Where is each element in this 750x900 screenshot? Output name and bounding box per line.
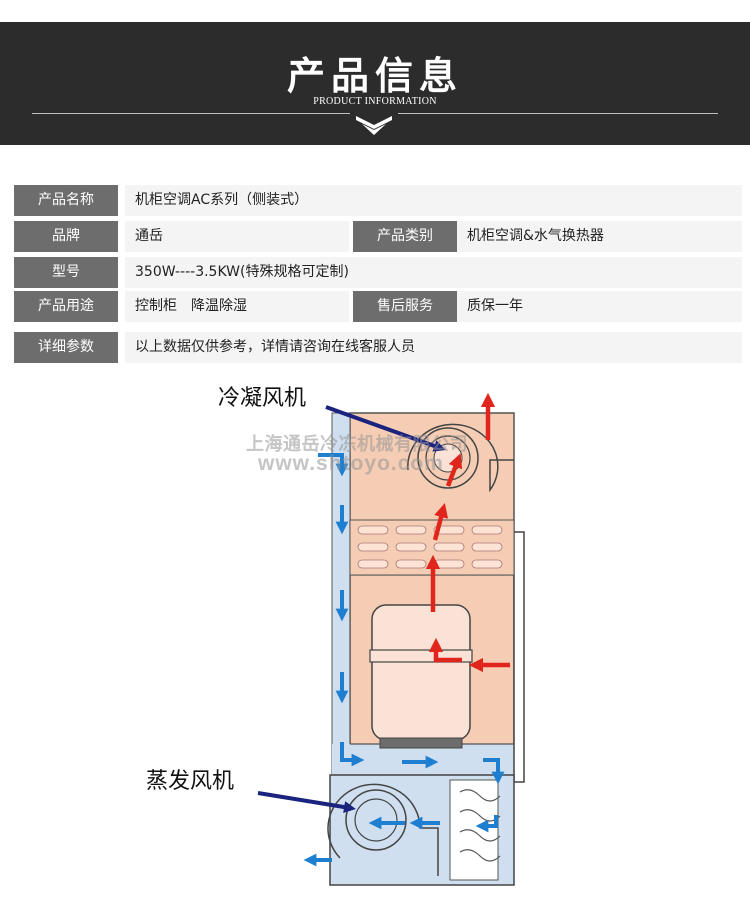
side-handle [513,531,525,783]
divider-left [32,113,350,114]
compressor [369,604,473,749]
spec-row-model: 型号 350W----3.5KW(特殊规格可定制) [14,257,742,288]
evaporator-fan-label: 蒸发风机 [146,769,235,794]
page-subtitle: PRODUCT INFORMATION [313,96,437,107]
evaporator-fan [327,783,439,876]
spec-value-name: 机柜空调AC系列（侧装式） [125,185,742,216]
header-banner: 产品信息 PRODUCT INFORMATION [0,22,750,145]
watermark-company: 上海通岳冷冻机械有限公司 [246,434,468,454]
spec-row-usage: 产品用途 控制柜 降温除湿 售后服务 质保一年 [14,291,742,322]
chevron-down-icon [356,116,392,135]
spec-label-details: 详细参数 [14,332,118,363]
page-title: 产品信息 [286,53,463,98]
spec-value-usage: 控制柜 降温除湿 [125,291,349,322]
spec-value-category: 机柜空调&水气换热器 [457,221,742,252]
spec-value-model: 350W----3.5KW(特殊规格可定制) [125,257,742,288]
spec-row-brand: 品牌 通岳 产品类别 机柜空调&水气换热器 [14,221,742,252]
spec-label-model: 型号 [14,257,118,288]
evaporator-coil [449,779,499,881]
spec-row-details: 详细参数 以上数据仅供参考，详情请咨询在线客服人员 [14,332,742,363]
spec-row-name: 产品名称 机柜空调AC系列（侧装式） [14,185,742,216]
spec-label-category: 产品类别 [353,221,457,252]
condenser-fan-label: 冷凝风机 [218,386,307,411]
spec-label-usage: 产品用途 [14,291,118,322]
spec-label-service: 售后服务 [353,291,457,322]
spec-value-brand: 通岳 [125,221,349,252]
spec-label-brand: 品牌 [14,221,118,252]
spec-value-details: 以上数据仅供参考，详情请咨询在线客服人员 [125,332,742,363]
condenser-fan [407,423,514,493]
spec-value-service: 质保一年 [457,291,742,322]
divider-right [398,113,718,114]
airflow-diagram [257,392,525,886]
spec-label-name: 产品名称 [14,185,118,216]
watermark-url: www.shtoyo.com [258,452,444,475]
